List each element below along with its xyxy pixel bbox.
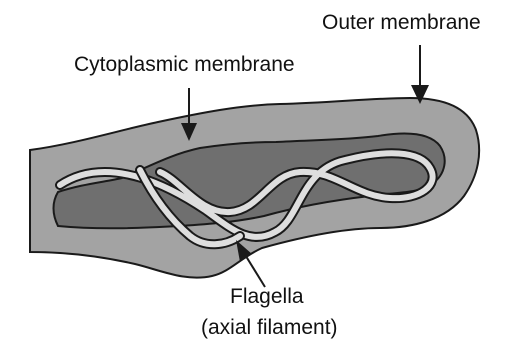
flagella-label: Flagella: [230, 285, 304, 308]
flagella-label-sub: (axial filament): [201, 316, 338, 339]
outer-membrane-label: Outer membrane: [322, 11, 481, 34]
outer-membrane-arrow: [411, 45, 429, 104]
cytoplasmic-membrane-label: Cytoplasmic membrane: [74, 53, 295, 76]
